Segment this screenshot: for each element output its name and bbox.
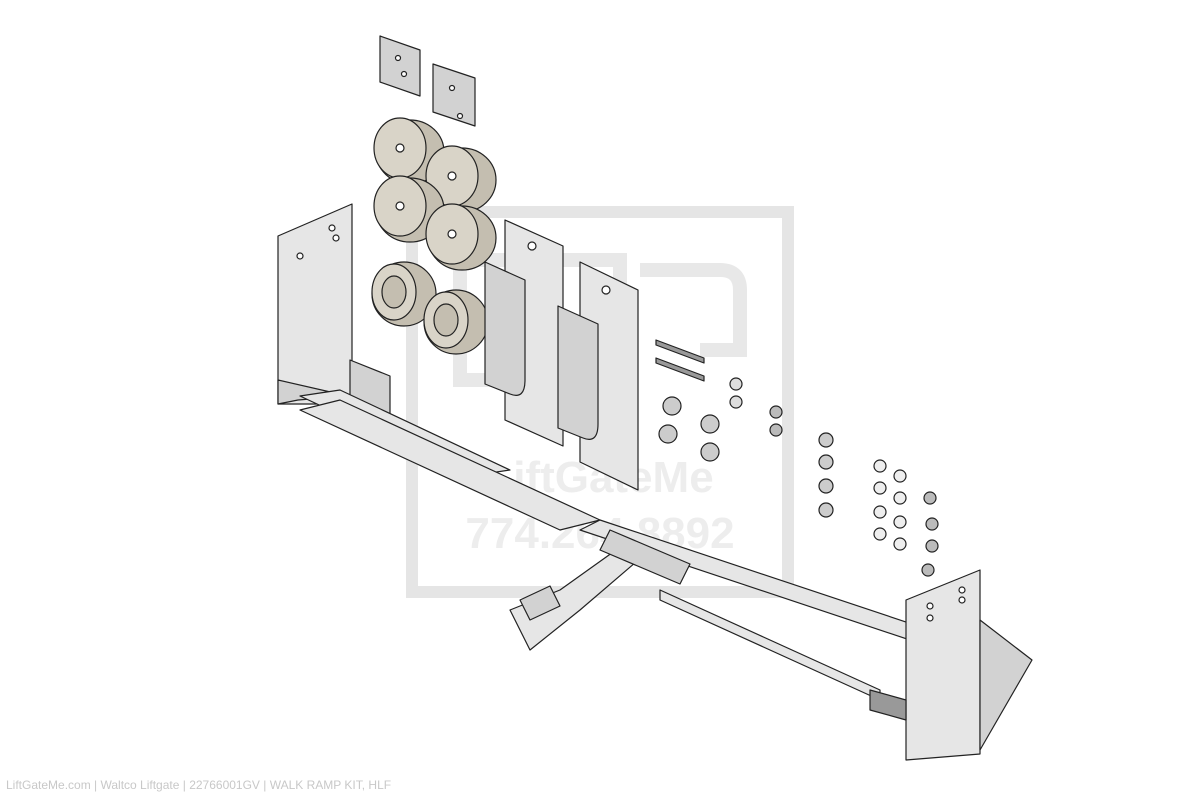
channel-guides <box>484 219 639 491</box>
footer-caption: LiftGateMe.com | Waltco Liftgate | 22766… <box>6 778 392 792</box>
walk-ramp-handle <box>509 529 691 651</box>
right-mount-bracket <box>869 569 1033 761</box>
wear-pads <box>379 35 476 127</box>
hardware-bolts <box>655 339 939 577</box>
rollers <box>371 117 497 355</box>
